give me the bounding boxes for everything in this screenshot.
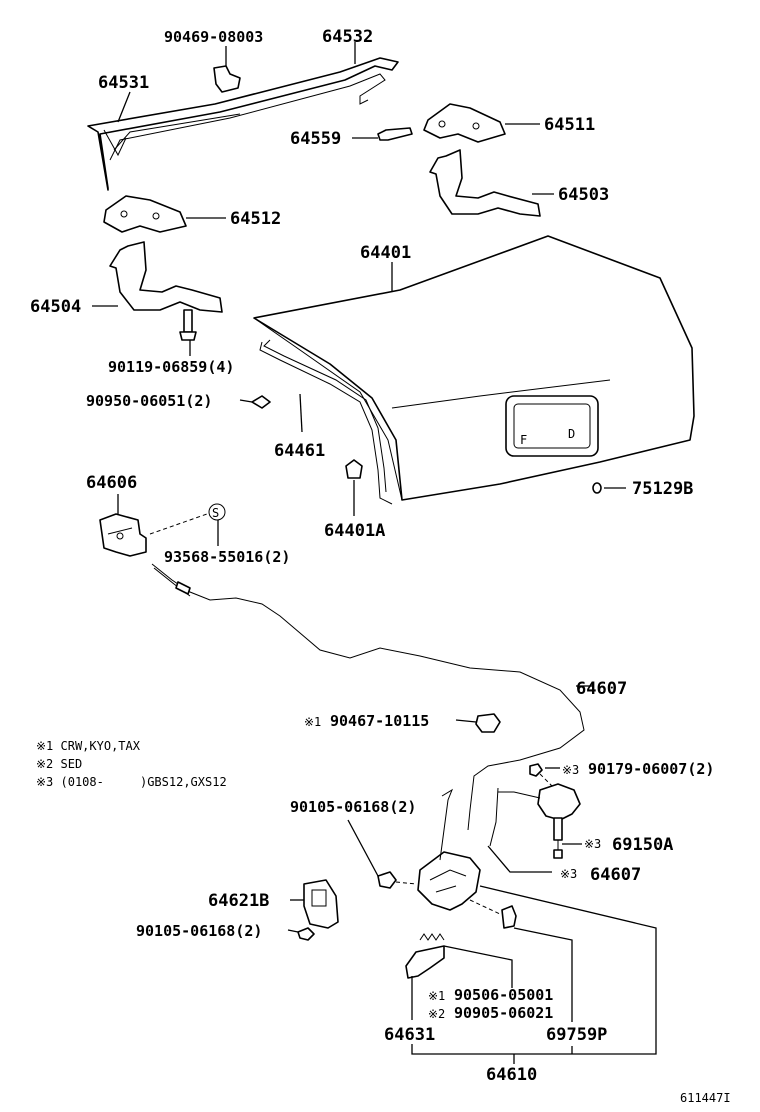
cushion-90950: [251, 395, 271, 409]
label-64610: 64610: [486, 1065, 537, 1085]
mark-69150a: ※3: [584, 837, 601, 851]
label-69759p: 69759P: [546, 1025, 607, 1045]
mark-90905: ※2: [428, 1007, 445, 1021]
clamp-90467: [475, 713, 501, 733]
screw-symbol: S: [208, 503, 226, 521]
lock-assembly-64610: [417, 788, 481, 911]
label-64461: 64461: [274, 441, 325, 461]
bolt-90119: [179, 309, 197, 341]
bolt-90105-upper: [377, 871, 417, 889]
label-90469-08003: 90469-08003: [164, 28, 263, 46]
trunk-lid-64401: F D: [253, 235, 695, 501]
label-64401a: 64401A: [324, 521, 385, 541]
mark-90506: ※1: [428, 989, 445, 1003]
weatherstrip-64461: [259, 339, 393, 505]
label-64607-sub: 64607: [590, 865, 641, 885]
opener-motor-69150a: [489, 763, 581, 859]
bolt-90105-lower: [297, 927, 315, 941]
label-64532: 64532: [322, 27, 373, 47]
label-75129b: 75129B: [632, 479, 693, 499]
label-64512: 64512: [230, 209, 281, 229]
label-90905-06021: 90905-06021: [454, 1004, 553, 1022]
label-69150a: 69150A: [612, 835, 673, 855]
part-labels: 90469-08003 64532 64531 64559 64511 6450…: [30, 27, 714, 1085]
torsion-bars: [87, 57, 399, 191]
lever-64631: [405, 945, 445, 979]
label-90105-06168-upper: 90105-06168(2): [290, 798, 416, 816]
label-64621b: 64621B: [208, 891, 269, 911]
clip-75129b: [592, 482, 602, 494]
label-64511: 64511: [544, 115, 595, 135]
mark-90467: ※1: [304, 715, 321, 729]
hinge-bracket-64512: [103, 195, 187, 233]
striker-64606: [99, 513, 147, 557]
hinge-arm-64503: [429, 149, 541, 217]
mark-64607-sub: ※3: [560, 867, 577, 881]
hinge-arm-64504: [109, 241, 223, 313]
stopper-64401a: [345, 459, 363, 479]
pin-64559: [377, 127, 413, 141]
label-64607-main: 64607: [576, 679, 627, 699]
label-90506-05001: 90506-05001: [454, 986, 553, 1004]
cover-64621b: [303, 879, 339, 929]
note-1: ※1 CRW,KYO,TAX: [36, 739, 141, 753]
clip-90469: [213, 65, 241, 93]
figure-id: 611447I: [680, 1091, 731, 1105]
label-93568-55016: 93568-55016(2): [164, 548, 290, 566]
label-90105-06168-lower: 90105-06168(2): [136, 922, 262, 940]
label-64503: 64503: [558, 185, 609, 205]
label-64606: 64606: [86, 473, 137, 493]
note-3: ※3 (0108- )GBS12,GXS12: [36, 775, 227, 789]
spring-90506: [419, 933, 445, 941]
connector-69759p: [469, 899, 517, 929]
label-90119-06859: 90119-06859(4): [108, 358, 234, 376]
leader-lines: [92, 42, 657, 1064]
applicability-notes: ※1 CRW,KYO,TAX ※2 SED ※3 (0108- )GBS12,G…: [36, 739, 227, 789]
release-cable-64607: [151, 563, 585, 831]
label-64631: 64631: [384, 1025, 435, 1045]
mark-90179: ※3: [562, 763, 579, 777]
label-64504: 64504: [30, 297, 81, 317]
label-90950-06051: 90950-06051(2): [86, 392, 212, 410]
label-64401: 64401: [360, 243, 411, 263]
plate-mark-right: D: [568, 427, 575, 441]
label-90467-10115: 90467-10115: [330, 712, 429, 730]
label-64559: 64559: [290, 129, 341, 149]
label-64531: 64531: [98, 73, 149, 93]
label-90179-06007: 90179-06007(2): [588, 760, 714, 778]
plate-mark-left: F: [520, 433, 527, 447]
hinge-bracket-64511: [423, 103, 506, 143]
svg-text:S: S: [212, 506, 219, 520]
note-2: ※2 SED: [36, 757, 82, 771]
